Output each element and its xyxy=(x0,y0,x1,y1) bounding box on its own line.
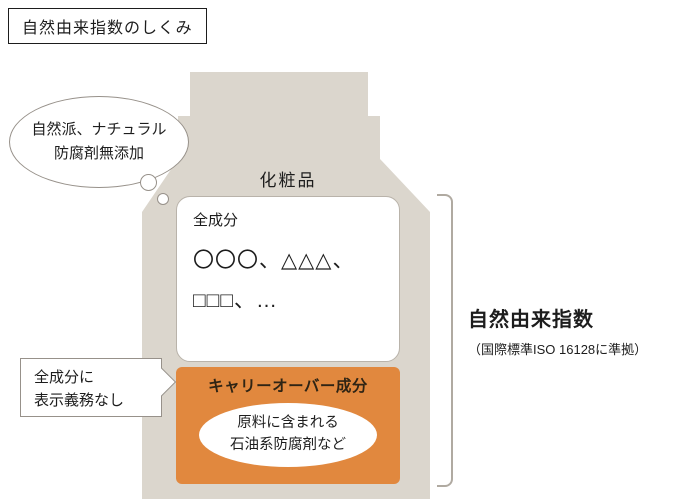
ingredients-heading: 全成分 xyxy=(193,212,239,229)
bottle-label: 化粧品 xyxy=(259,171,317,190)
index-subtitle: （国際標準ISO 16128に準拠） xyxy=(468,342,648,357)
carryover-title: キャリーオーバー成分 xyxy=(208,378,368,395)
carryover-line2: 石油系防腐剤など xyxy=(230,437,346,453)
index-title: 自然由来指数 xyxy=(468,309,594,331)
thought-bubble-line2: 防腐剤無添加 xyxy=(53,145,144,162)
no-obligation-callout: 全成分に 表示義務なし xyxy=(20,358,177,417)
page-title: 自然由来指数のしくみ xyxy=(8,8,207,44)
carryover-panel: キャリーオーバー成分 原料に含まれる 石油系防腐剤など xyxy=(176,367,400,484)
index-label-block: 自然由来指数 （国際標準ISO 16128に準拠） xyxy=(468,303,700,358)
ingredients-panel: 全成分 〇〇〇、△△△、 □□□、… xyxy=(176,196,400,362)
callout-line2: 表示義務なし xyxy=(34,391,125,409)
callout-line1: 全成分に xyxy=(34,369,95,386)
thought-bubble: 自然派、ナチュラル 防腐剤無添加 xyxy=(9,96,189,188)
scope-bracket xyxy=(437,194,453,487)
thought-bubble-dot-small xyxy=(157,193,169,205)
carryover-line1: 原料に含まれる xyxy=(237,415,339,432)
ingredients-line2: □□□、… xyxy=(193,289,279,312)
ingredients-line1: 〇〇〇、△△△、 xyxy=(193,249,355,272)
carryover-ellipse: 原料に含まれる 石油系防腐剤など xyxy=(199,403,377,467)
thought-bubble-line1: 自然派、ナチュラル xyxy=(31,121,167,138)
thought-bubble-dot-large xyxy=(140,174,157,191)
